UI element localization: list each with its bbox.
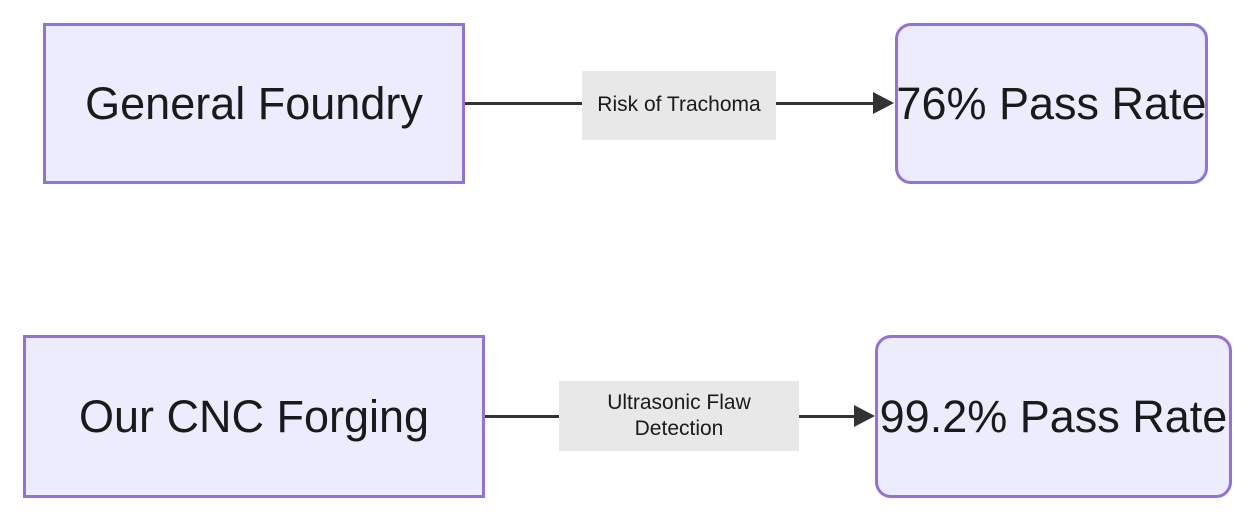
edge-label-ultrasonic-flaw-detection: Ultrasonic Flaw Detection (559, 381, 799, 451)
node-our-cnc-forging: Our CNC Forging (23, 335, 485, 498)
edge-label-risk-of-trachoma: Risk of Trachoma (582, 71, 776, 140)
node-general-foundry: General Foundry (43, 23, 465, 184)
arrowhead-right-icon (873, 92, 894, 114)
node-76-pass-rate: 76% Pass Rate (895, 23, 1208, 184)
arrowhead-right-icon (854, 405, 875, 427)
node-99-2-pass-rate: 99.2% Pass Rate (875, 335, 1232, 498)
